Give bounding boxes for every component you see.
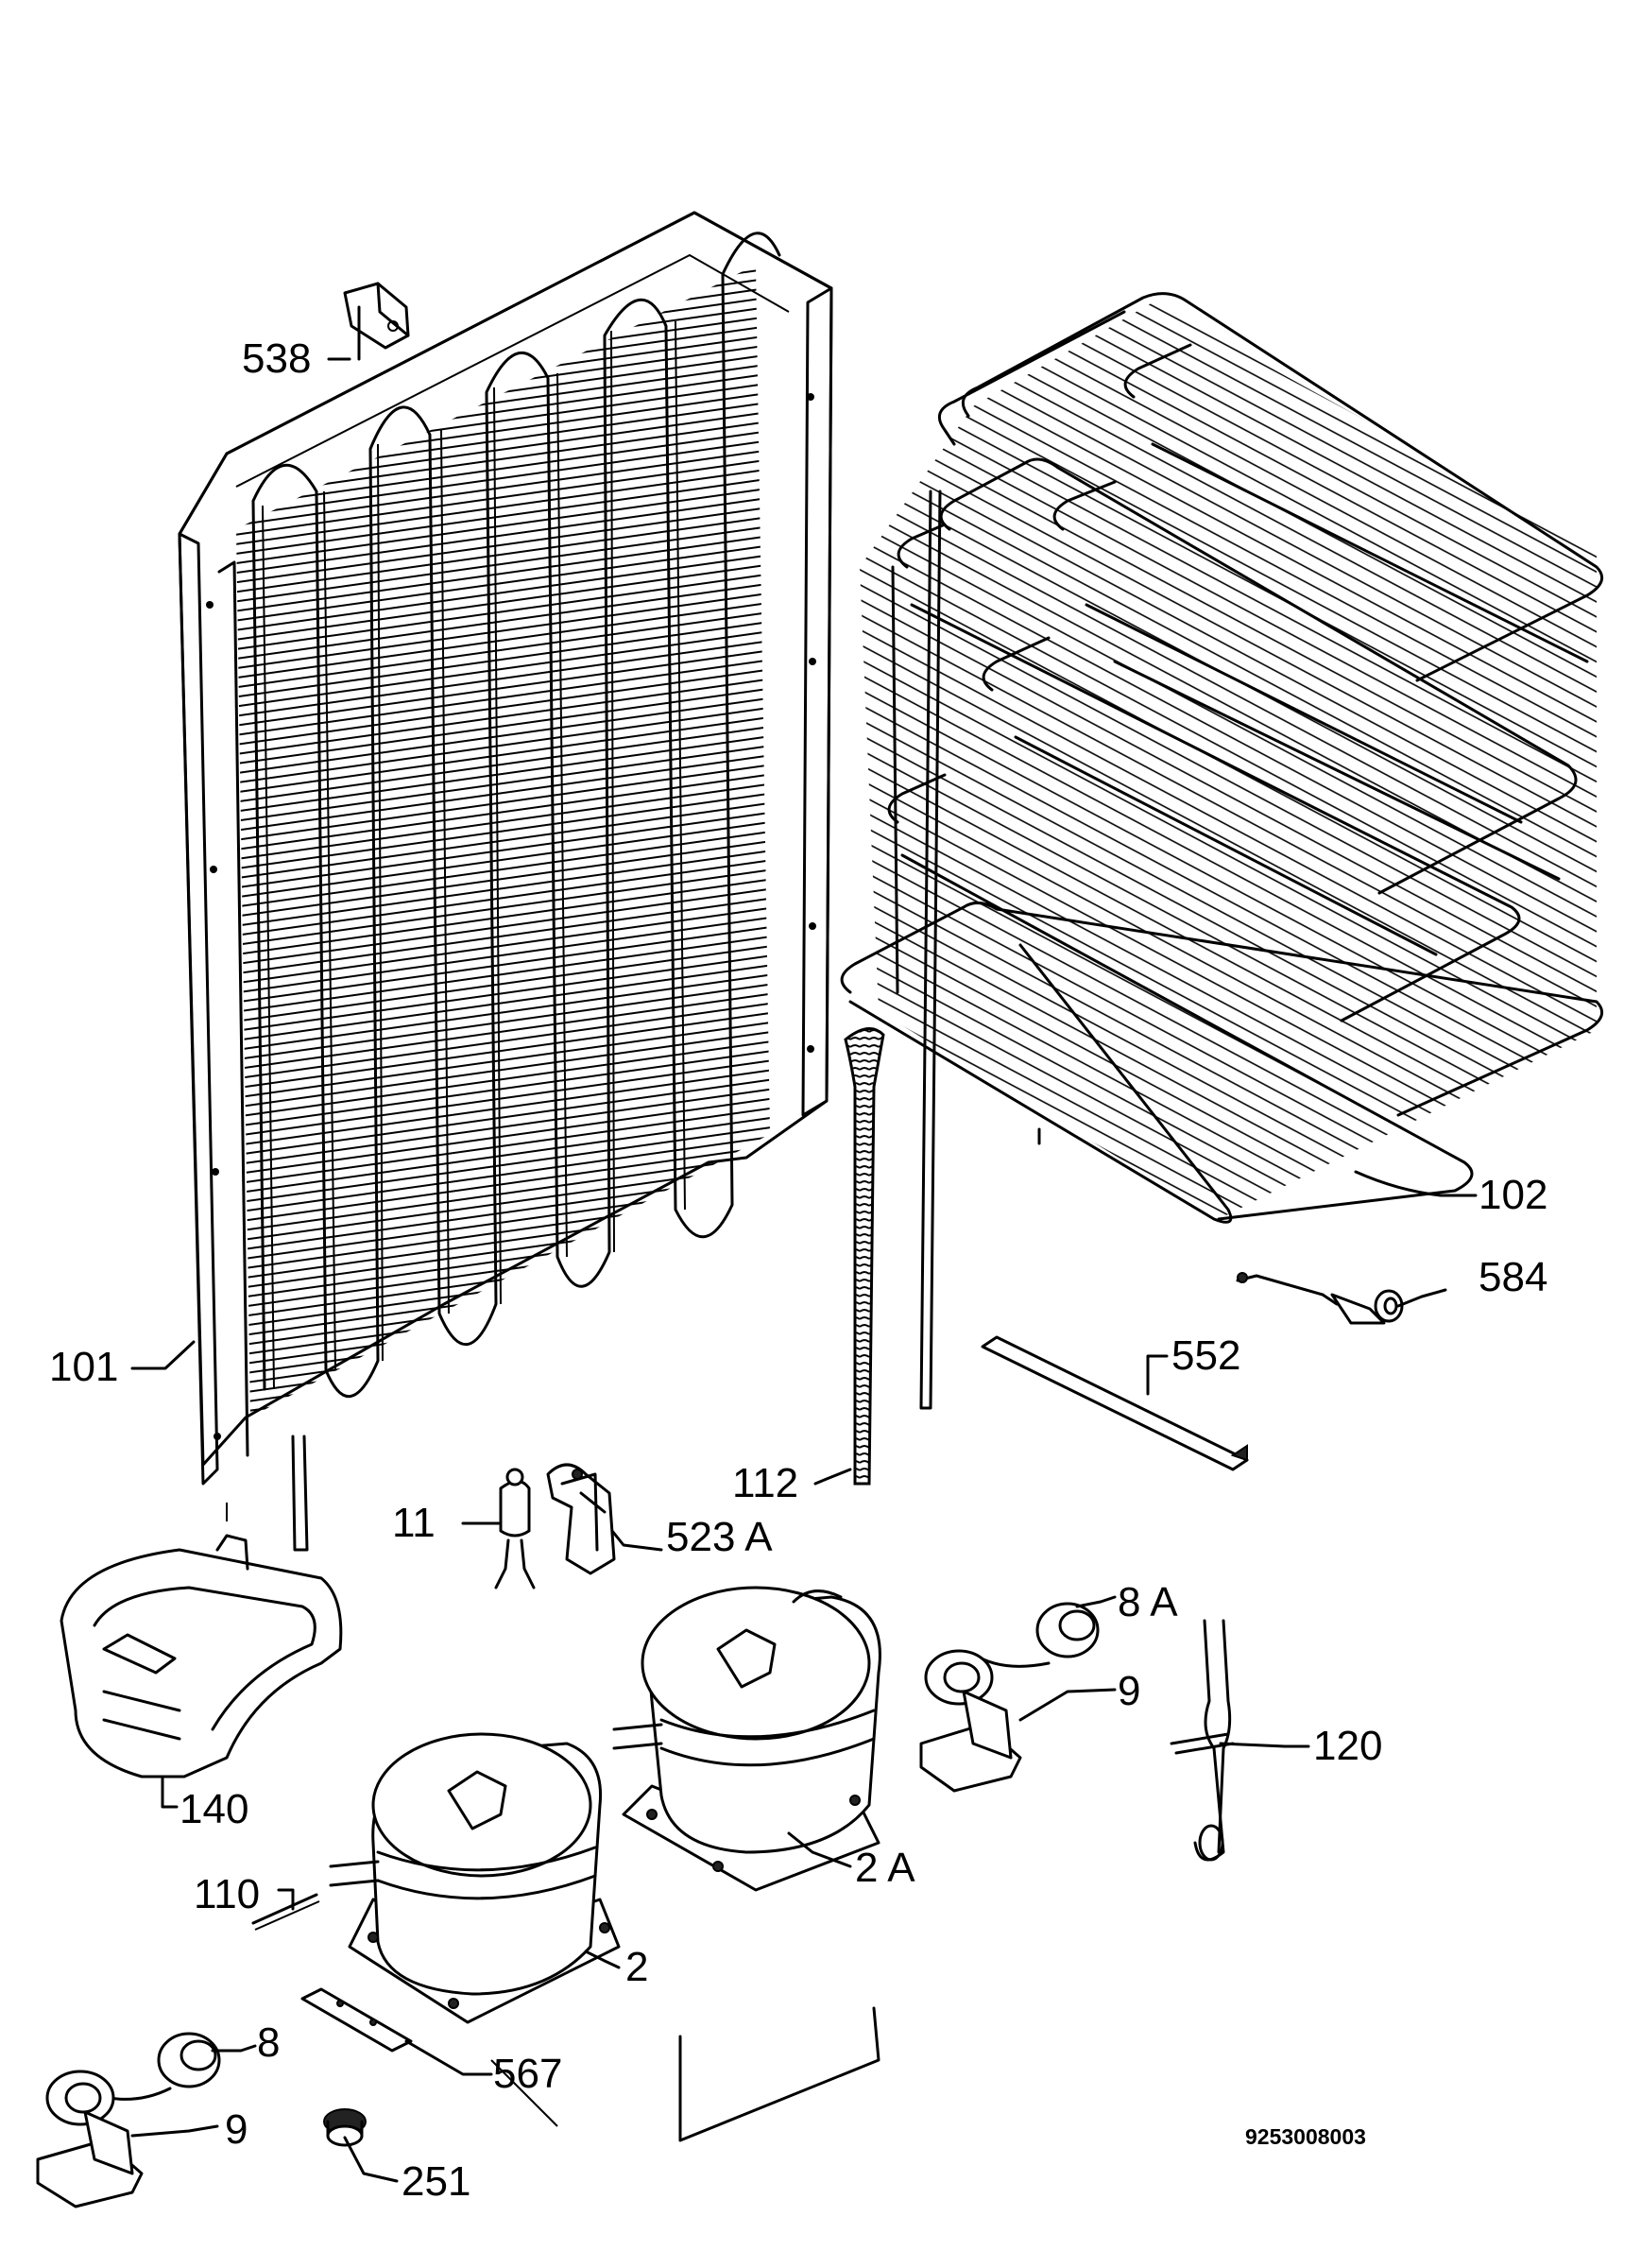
callout-101: 101 <box>49 1344 119 1390</box>
clamp-9-bottom <box>36 2070 144 2208</box>
callout-9-bottom: 9 <box>225 2106 248 2153</box>
bracket-523a <box>546 1463 616 1575</box>
callout-538: 538 <box>242 335 312 382</box>
pin-110 <box>251 1893 320 1931</box>
clamp-9-top <box>919 1649 1022 1793</box>
plate-567 <box>300 1987 413 2053</box>
callout-552: 552 <box>1171 1332 1241 1379</box>
condenser-101 <box>178 211 833 1552</box>
document-number: 9253008003 <box>1245 2124 1366 2149</box>
protector-8a <box>971 1602 1100 1668</box>
evaporator-102 <box>840 292 1604 1410</box>
leader-lines <box>130 357 1478 2183</box>
base-outline <box>490 2006 880 2142</box>
callout-567: 567 <box>493 2051 563 2097</box>
sensor-584 <box>1236 1272 1404 1325</box>
callout-9-top: 9 <box>1118 1668 1141 1714</box>
callout-140: 140 <box>179 1786 249 1832</box>
callout-120: 120 <box>1313 1723 1383 1769</box>
callout-2a: 2 A <box>855 1845 915 1891</box>
tray-140 <box>60 1534 343 1778</box>
strip-552 <box>981 1335 1249 1471</box>
callout-8: 8 <box>257 2019 281 2066</box>
callout-251: 251 <box>402 2158 471 2205</box>
compressor-2a <box>612 1586 881 1892</box>
compressor-2 <box>329 1732 621 2024</box>
callout-8a: 8 A <box>1118 1579 1178 1625</box>
callout-523a: 523 A <box>666 1514 773 1560</box>
relay-11 <box>494 1468 536 1589</box>
hose-112 <box>844 1027 885 1486</box>
callout-584: 584 <box>1479 1254 1548 1300</box>
callout-110: 110 <box>194 1871 261 1917</box>
callout-112: 112 <box>732 1460 799 1506</box>
callout-102: 102 <box>1479 1172 1548 1218</box>
grommet-251 <box>323 2108 367 2147</box>
callout-2: 2 <box>625 1944 649 1990</box>
heater-120 <box>1170 1619 1235 1862</box>
clip-538 <box>343 282 410 361</box>
callout-11: 11 <box>392 1500 436 1546</box>
